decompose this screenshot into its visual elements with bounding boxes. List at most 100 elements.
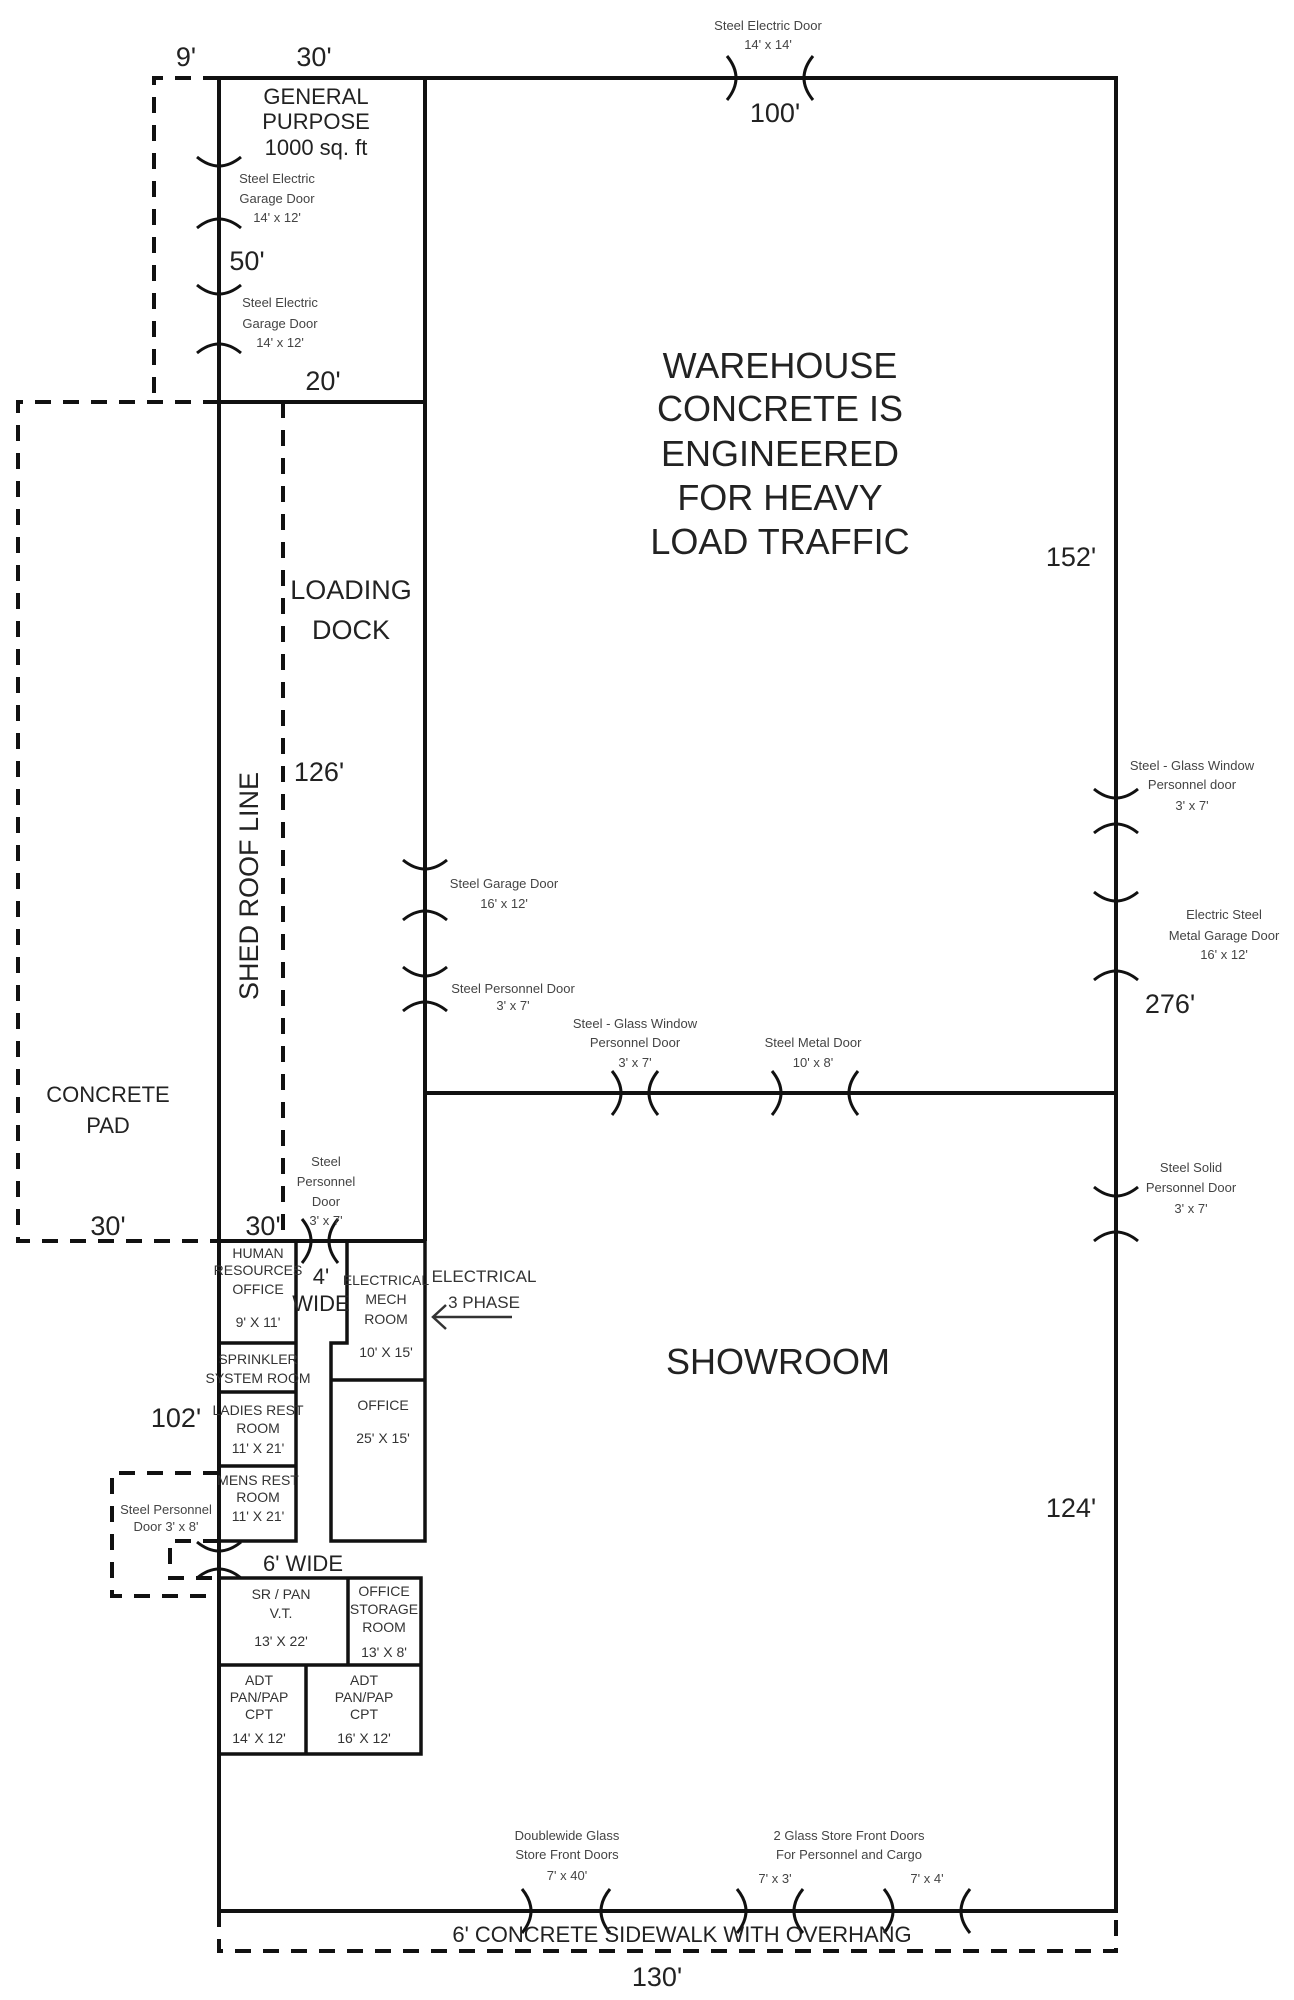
text: OFFICE xyxy=(232,1281,283,1297)
sidewalk-outline xyxy=(217,1911,1118,1953)
text: MECH xyxy=(365,1291,406,1307)
dim-office-depth: 102' xyxy=(151,1403,201,1433)
building-outline xyxy=(217,76,1118,1913)
door-side-personnel-label: Steel Personnel Door 3' x 8' xyxy=(120,1502,212,1534)
text: 3' x 7' xyxy=(1175,798,1208,813)
text: SR / PAN xyxy=(252,1586,311,1602)
text: OFFICE xyxy=(358,1583,409,1599)
text: ROOM xyxy=(362,1619,406,1635)
text: LADIES REST xyxy=(212,1402,303,1418)
door-swing-icon xyxy=(402,858,448,871)
dim-warehouse-depth: 152' xyxy=(1046,542,1096,572)
text: SPRINKLER xyxy=(218,1351,297,1367)
dim-gp-depth: 50' xyxy=(229,246,264,276)
dim-loading-width: 30' xyxy=(245,1211,280,1241)
door-dock-garage-label: Steel Garage Door 16' x 12' xyxy=(450,876,559,911)
text: CONCRETE IS xyxy=(657,388,903,429)
walls xyxy=(217,76,1118,1913)
text: Steel - Glass Window xyxy=(1130,758,1255,773)
dim-gp-width: 30' xyxy=(296,42,331,72)
text: 14' x 14' xyxy=(744,37,792,52)
door-right-solid-label: Steel Solid Personnel Door 3' x 7' xyxy=(1146,1160,1237,1216)
text: 7' x 3' xyxy=(758,1871,791,1886)
text: Steel Electric xyxy=(242,295,318,310)
door-swing-icon xyxy=(196,1540,242,1553)
door-swing-icon xyxy=(882,1888,895,1934)
corridor-4-label: 4' xyxy=(313,1264,329,1289)
text: 25' X 15' xyxy=(356,1430,410,1446)
text: LOADING xyxy=(290,575,412,605)
text: ADT xyxy=(350,1672,378,1688)
dim-dock-depth: 126' xyxy=(294,757,344,787)
text: Steel Garage Door xyxy=(450,876,559,891)
door-swing-icon xyxy=(770,1070,783,1116)
text: Steel Personnel xyxy=(120,1502,212,1517)
text: ELECTRICAL xyxy=(432,1267,537,1286)
text: ENGINEERED xyxy=(661,433,899,474)
door-swing-icon xyxy=(1093,890,1139,903)
door-swing-icon xyxy=(196,1567,242,1580)
shed-roof-label: SHED ROOF LINE xyxy=(234,772,264,1000)
text: OFFICE xyxy=(357,1397,408,1413)
door-swing-icon xyxy=(402,909,448,922)
text: Store Front Doors xyxy=(515,1847,619,1862)
arrow-left-icon xyxy=(431,1304,512,1330)
text: ROOM xyxy=(364,1311,408,1327)
text: WAREHOUSE xyxy=(663,345,898,386)
text: 7' x 4' xyxy=(910,1871,943,1886)
text: HUMAN xyxy=(232,1245,283,1261)
door-front-two-label: 2 Glass Store Front Doors For Personnel … xyxy=(758,1828,943,1886)
text: SYSTEM ROOM xyxy=(205,1370,310,1386)
text: 1000 sq. ft xyxy=(265,135,368,160)
dim-pad-offset: 9' xyxy=(176,42,196,72)
text: Metal Garage Door xyxy=(1169,928,1280,943)
text: ELECTRICAL xyxy=(343,1272,430,1288)
door-swing-icon xyxy=(725,55,738,101)
text: Steel Personnel Door xyxy=(451,981,575,996)
side-door-outline xyxy=(110,1471,219,1598)
concrete-pad-label: CONCRETE PAD xyxy=(46,1082,169,1138)
room-electrical: ELECTRICAL MECH ROOM 10' X 15' xyxy=(343,1272,430,1360)
room-mens: MENS REST ROOM 11' X 21' xyxy=(217,1472,299,1524)
door-right-garage-label: Electric Steel Metal Garage Door 16' x 1… xyxy=(1169,907,1280,962)
door-swing-icon xyxy=(1093,1230,1139,1243)
text: GENERAL xyxy=(263,84,368,109)
text: Personnel Door xyxy=(1146,1180,1237,1195)
text: MENS REST xyxy=(217,1472,299,1488)
text: CPT xyxy=(245,1706,273,1722)
hr-stack-wall xyxy=(219,1241,298,1543)
text: 3' x 7' xyxy=(496,998,529,1013)
text: 2 Glass Store Front Doors xyxy=(774,1828,925,1843)
text: PURPOSE xyxy=(262,109,370,134)
room-adt-1: ADT PAN/PAP CPT 14' X 12' xyxy=(230,1672,289,1746)
corridor-4-label: WIDE xyxy=(292,1291,349,1316)
text: 13' X 22' xyxy=(254,1633,308,1649)
text: Personnel door xyxy=(1148,777,1237,792)
door-swing-icon xyxy=(802,55,815,101)
door-swings xyxy=(196,55,1139,1934)
text: STORAGE xyxy=(350,1601,418,1617)
dim-warehouse-width: 100' xyxy=(750,98,800,128)
door-swing-icon xyxy=(196,283,242,296)
text: Electric Steel xyxy=(1186,907,1262,922)
text: 3' x 7' xyxy=(309,1213,342,1228)
text: Steel Electric Door xyxy=(714,18,822,33)
door-swing-icon xyxy=(610,1070,623,1116)
text: For Personnel and Cargo xyxy=(776,1847,922,1862)
text: DOCK xyxy=(312,615,390,645)
dim-gp-bottom: 20' xyxy=(305,366,340,396)
text: 16' x 12' xyxy=(1200,947,1248,962)
text: 10' x 8' xyxy=(793,1055,833,1070)
text: Personnel xyxy=(297,1174,356,1189)
door-swing-icon xyxy=(792,1888,805,1934)
sidewalk-label: 6' CONCRETE SIDEWALK WITH OVERHANG xyxy=(452,1922,911,1947)
door-top-label: Steel Electric Door 14' x 14' xyxy=(714,18,822,52)
text: 14' x 12' xyxy=(253,210,301,225)
room-adt-2: ADT PAN/PAP CPT 16' X 12' xyxy=(335,1672,394,1746)
text: 3 PHASE xyxy=(448,1293,520,1312)
text: 16' X 12' xyxy=(337,1730,391,1746)
door-right-glass-label: Steel - Glass Window Personnel door 3' x… xyxy=(1130,758,1255,813)
text: PAD xyxy=(86,1113,130,1138)
text: Garage Door xyxy=(242,316,318,331)
door-swing-icon xyxy=(1093,1185,1139,1198)
